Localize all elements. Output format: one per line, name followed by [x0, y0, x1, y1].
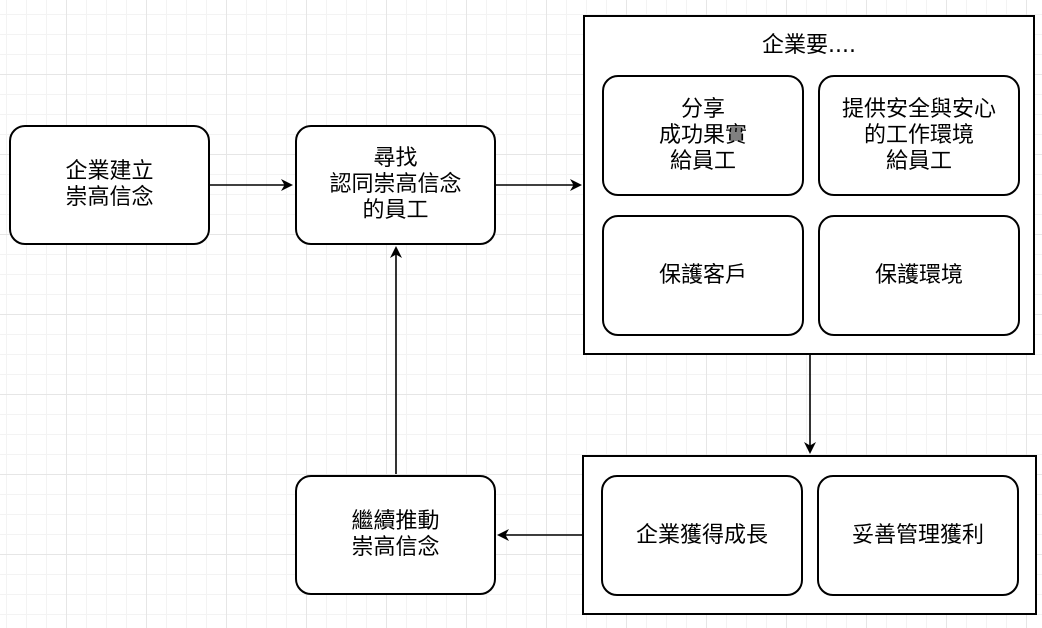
node-find-employees-label: 尋找 認同崇高信念 的員工 [329, 146, 462, 223]
item-protect-customers-label: 保護客戶 [658, 262, 747, 288]
item-share-success-label: 分享 成功果實 給員工 [658, 96, 747, 174]
item-manage-profit[interactable]: 妥善管理獲利 [817, 475, 1019, 596]
item-safe-workplace-label: 提供安全與安心 的工作環境 給員工 [841, 96, 996, 174]
item-protect-environment[interactable]: 保護環境 [818, 215, 1020, 336]
node-promote-belief[interactable]: 繼續推動 崇高信念 [295, 475, 496, 595]
item-share-success[interactable]: 分享 成功果實 給員工 [602, 75, 804, 196]
item-company-growth[interactable]: 企業獲得成長 [601, 475, 803, 596]
container-company-should[interactable]: 企業要.... 分享 成功果實 給員工 提供安全與安心 的工作環境 給員工 保護… [583, 15, 1035, 355]
item-protect-environment-label: 保護環境 [874, 262, 963, 288]
item-company-growth-label: 企業獲得成長 [635, 522, 768, 548]
node-find-employees[interactable]: 尋找 認同崇高信念 的員工 [295, 125, 496, 245]
item-protect-customers[interactable]: 保護客戶 [602, 215, 804, 336]
item-manage-profit-label: 妥善管理獲利 [851, 522, 984, 548]
container-outcomes[interactable]: 企業獲得成長 妥善管理獲利 [582, 455, 1037, 615]
item-safe-workplace[interactable]: 提供安全與安心 的工作環境 給員工 [818, 75, 1020, 196]
node-establish-belief-label: 企業建立 崇高信念 [65, 159, 154, 210]
node-promote-belief-label: 繼續推動 崇高信念 [351, 509, 440, 560]
node-establish-belief[interactable]: 企業建立 崇高信念 [9, 125, 210, 245]
container-company-should-title: 企業要.... [762, 33, 856, 58]
